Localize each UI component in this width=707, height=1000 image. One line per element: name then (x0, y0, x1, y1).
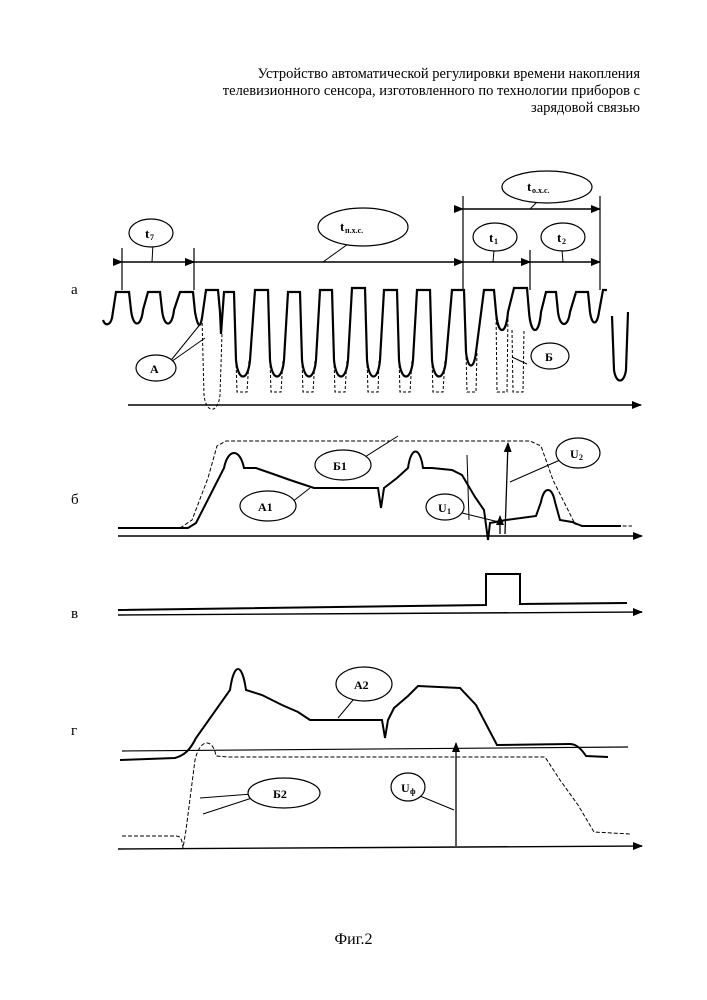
svg-text:U: U (438, 501, 447, 515)
svg-text:2: 2 (562, 237, 566, 246)
svg-text:А2: А2 (354, 678, 369, 692)
waveform-a-solid (103, 288, 607, 377)
waveform-g-dashed (122, 743, 630, 848)
waveform-a-tail (612, 312, 628, 381)
figure-caption: Фиг.2 (0, 931, 707, 949)
svg-text:Б1: Б1 (333, 459, 347, 473)
svg-text:о.х.с.: о.х.с. (532, 186, 550, 195)
callout-toxc: t о.х.с. (502, 171, 592, 203)
svg-text:А1: А1 (258, 500, 273, 514)
callout-A2: А2 (336, 667, 392, 701)
callout-U1: U 1 (426, 494, 464, 520)
svg-text:2: 2 (579, 453, 583, 462)
callout-t1: t 1 (473, 223, 517, 251)
svg-text:Б: Б (545, 350, 553, 364)
callout-A1: А1 (240, 491, 296, 521)
svg-text:1: 1 (447, 507, 451, 516)
svg-text:п.х.с.: п.х.с. (345, 226, 363, 235)
callout-tnxc: t п.х.с. (318, 208, 408, 246)
callout-t2: t 2 (541, 223, 585, 251)
svg-text:ф: ф (410, 787, 416, 796)
callout-B2: Б2 (248, 778, 320, 808)
svg-text:1: 1 (494, 237, 498, 246)
callout-B: Б (531, 343, 569, 369)
callout-t7: t 7 (129, 219, 173, 247)
callout-A: А (136, 355, 176, 381)
waveform-v-pulse (118, 574, 627, 610)
axis-v (118, 612, 642, 615)
svg-text:U: U (570, 447, 579, 461)
panel-v (118, 574, 642, 615)
svg-text:U: U (401, 781, 410, 795)
callout-B1: Б1 (315, 450, 371, 480)
callout-Uf: U ф (391, 773, 425, 801)
axis-g (118, 846, 642, 849)
svg-text:7: 7 (150, 233, 154, 242)
callout-U2: U 2 (556, 438, 600, 468)
svg-text:А: А (150, 362, 159, 376)
svg-text:Б2: Б2 (273, 787, 287, 801)
